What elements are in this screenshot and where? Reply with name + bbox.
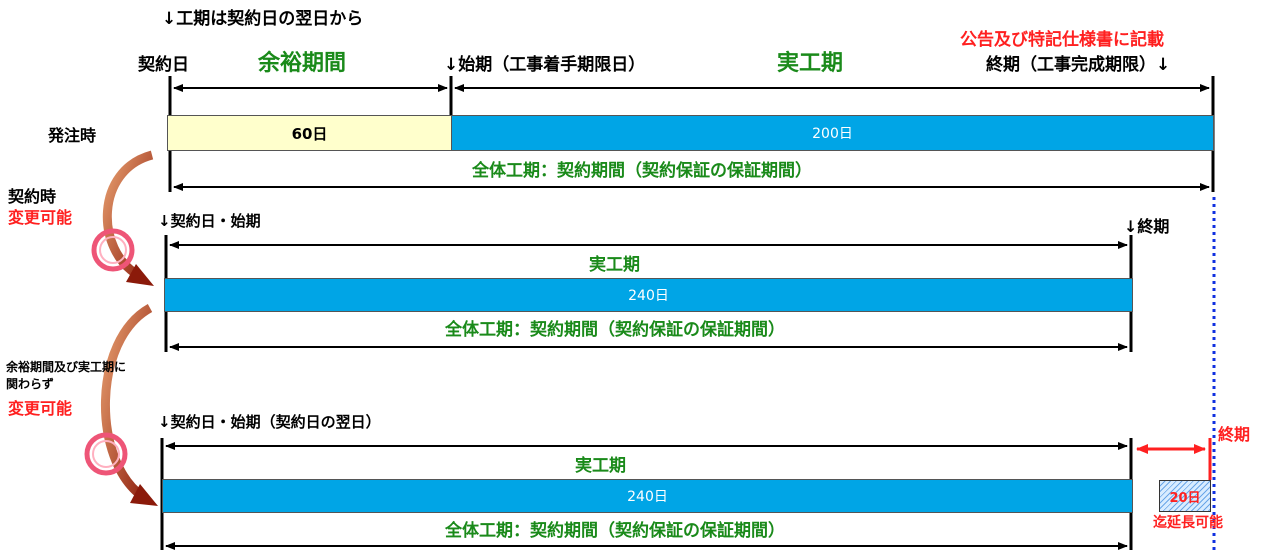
curved-arrow-icon — [101, 304, 158, 506]
row3-end-label: 終期 — [1218, 425, 1251, 444]
extension-days: 20日 — [1169, 490, 1201, 506]
side-note-line2: 関わらず — [6, 377, 54, 391]
changeable-label: 変更可能 — [8, 208, 73, 227]
row2-bar: 240日 — [164, 278, 1133, 312]
changeable-label-2: 変更可能 — [8, 399, 73, 418]
row2-total-label: 全体工期：契約期間（契約保証の保証期間） — [445, 320, 785, 340]
announce-note: 公告及び特記仕様書に記載 — [960, 30, 1164, 50]
circle-ok-icon — [91, 228, 135, 272]
row1-total-label: 全体工期：契約期間（契約保証の保証期間） — [472, 161, 812, 181]
slack-bar: 60日 — [167, 115, 452, 151]
contract-day-label: 契約日 — [138, 55, 189, 75]
actual-period-label: 実工期 — [777, 51, 844, 76]
curved-arrow-icon — [103, 150, 154, 286]
row3-start-label: ↓契約日・始期（契約日の翌日） — [158, 413, 381, 431]
end-date-label: 終期（工事完成期限）↓ — [986, 55, 1171, 75]
row2-days: 240日 — [628, 288, 669, 304]
row3-bar: 240日 — [162, 479, 1133, 513]
row2-end-label: ↓終期 — [1124, 217, 1170, 236]
extendable-label: 迄延長可能 — [1153, 515, 1223, 531]
row3-actual-label: 実工期 — [575, 456, 626, 476]
extension-box: 20日 — [1159, 480, 1211, 512]
actual-bar: 200日 — [451, 115, 1214, 151]
actual-days: 200日 — [812, 126, 853, 142]
row3-total-label: 全体工期：契約期間（契約保証の保証期間） — [445, 521, 785, 541]
row3-days: 240日 — [627, 489, 668, 505]
circle-ok-icon — [84, 432, 128, 476]
contract-time-label: 契約時 — [8, 187, 57, 206]
note-start-next-day: ↓工期は契約日の翌日から — [162, 9, 364, 29]
start-date-label: ↓始期（工事着手期限日） — [444, 55, 646, 75]
slack-period-label: 余裕期間 — [258, 51, 347, 76]
order-time-label: 発注時 — [48, 126, 97, 145]
slack-days: 60日 — [291, 124, 328, 143]
row2-start-label: ↓契約日・始期 — [158, 212, 261, 230]
side-note-line1: 余裕期間及び実工期に — [6, 360, 127, 374]
row2-actual-label: 実工期 — [589, 255, 640, 275]
